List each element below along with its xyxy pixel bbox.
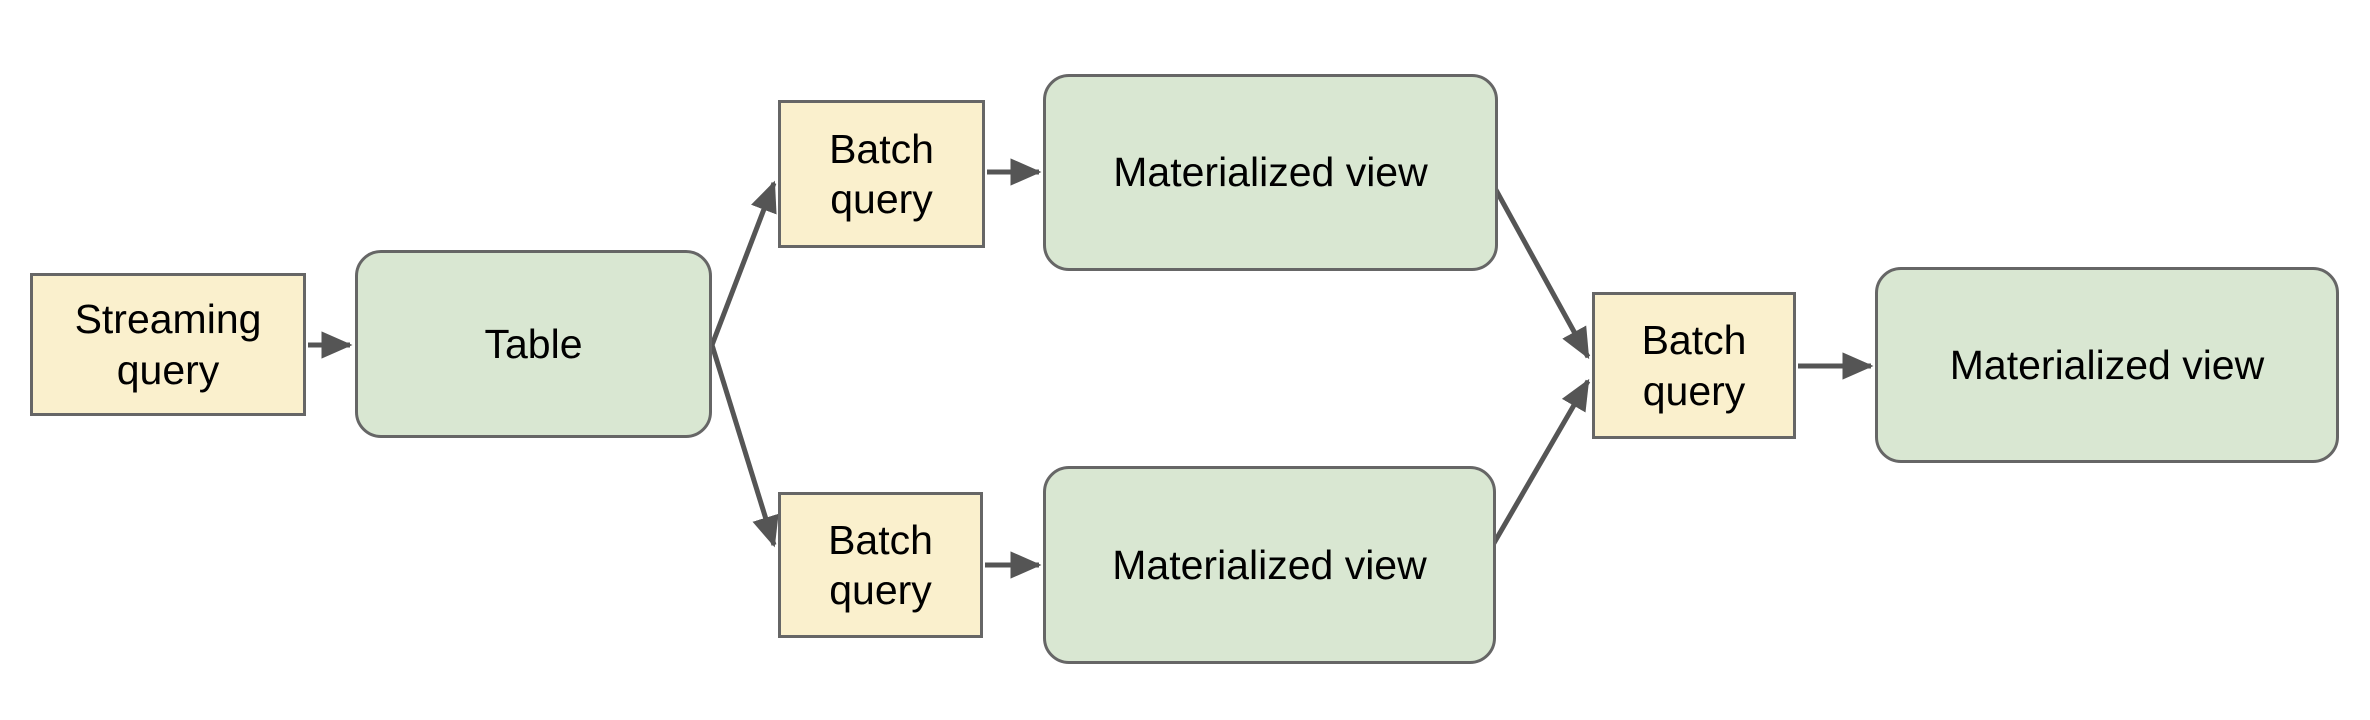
node-materialized-view-bottom[interactable]: Materialized view xyxy=(1043,466,1496,664)
node-streaming-query[interactable]: Streaming query xyxy=(30,273,306,416)
node-materialized-view-final-label: Materialized view xyxy=(1949,341,2265,388)
node-table[interactable]: Table xyxy=(355,250,712,438)
edge-mv-top-to-batch-query-merge xyxy=(1482,168,1591,360)
node-materialized-view-final[interactable]: Materialized view xyxy=(1875,267,2339,463)
node-batch-query-merge-label: Batch query xyxy=(1641,317,1747,414)
edge-table-to-batch-query-top xyxy=(709,180,777,346)
node-materialized-view-top[interactable]: Materialized view xyxy=(1043,74,1498,271)
node-streaming-query-label: Streaming query xyxy=(74,296,262,393)
node-materialized-view-bottom-label: Materialized view xyxy=(1112,541,1427,588)
node-batch-query-bottom-label: Batch query xyxy=(828,516,933,613)
node-batch-query-top-label: Batch query xyxy=(829,125,934,222)
edge-mv-bottom-to-batch-query-merge xyxy=(1480,378,1591,564)
node-batch-query-merge[interactable]: Batch query xyxy=(1592,292,1796,439)
node-materialized-view-top-label: Materialized view xyxy=(1113,149,1428,196)
node-batch-query-top[interactable]: Batch query xyxy=(778,100,985,248)
node-table-label: Table xyxy=(484,320,583,367)
edge-table-to-batch-query-bottom xyxy=(709,344,779,548)
node-batch-query-bottom[interactable]: Batch query xyxy=(778,492,983,638)
